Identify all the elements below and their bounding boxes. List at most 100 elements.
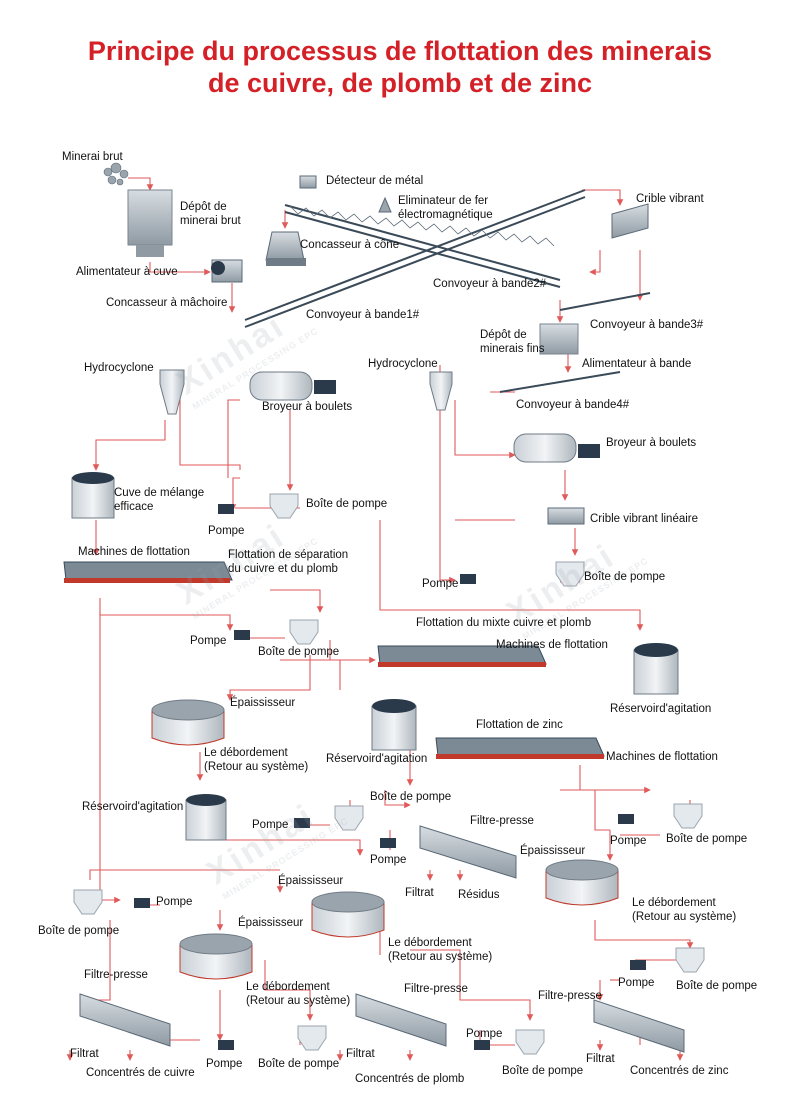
label-epaississeur-4: Épaississeur [238, 917, 304, 929]
metal-detector-icon [299, 175, 317, 189]
ball-mill-right-icon [513, 433, 600, 463]
label-debordement-2: Le débordement (Retour au système) [632, 897, 737, 923]
label-boite-pompe-2: Boîte de pompe [584, 571, 666, 583]
label-pompe-1: Pompe [208, 525, 245, 537]
label-epaississeur-3: Épaississeur [278, 875, 344, 887]
label-convoyeur4: Convoyeur à bande4# [516, 399, 630, 411]
filter-press-4-icon [593, 999, 685, 1053]
hydrocyclone-right-icon [429, 371, 453, 411]
label-concentres-zinc: Concentrés de zinc [630, 1065, 729, 1077]
label-pompe-8: Pompe [618, 977, 655, 989]
agitation-tank-1-icon [633, 643, 679, 695]
label-boite-pompe-6: Boîte de pompe [38, 925, 120, 937]
pumps [134, 504, 646, 1050]
label-machines-flottation-2: Machines de flottation [496, 639, 608, 651]
label-detecteur: Détecteur de métal [326, 175, 424, 187]
label-cuve-melange: Cuve de mélange efficace [114, 487, 205, 513]
vibrating-screen-icon [611, 203, 649, 239]
thickener-1-icon [151, 699, 225, 746]
label-filtrat-2: Filtrat [70, 1048, 99, 1060]
label-filtre-presse-1: Filtre-presse [470, 815, 534, 827]
cone-crusher-icon [265, 231, 306, 266]
label-broyeur-left: Broyeur à boulets [262, 401, 353, 413]
pump-boxes [73, 493, 705, 1055]
label-machines-flottation-1: Machines de flottation [78, 546, 190, 558]
label-machines-flottation-3: Machines de flottation [606, 751, 718, 763]
label-boite-pompe-9: Boîte de pompe [502, 1065, 584, 1077]
label-pompe-4: Pompe [252, 819, 289, 831]
label-depot-brut: Dépôt de minerai brut [180, 201, 241, 227]
jaw-crusher-icon [211, 259, 243, 283]
label-debordement-4: Le débordement (Retour au système) [246, 981, 351, 1007]
label-residus: Résidus [458, 889, 500, 901]
thickener-2-icon [545, 859, 619, 906]
page-title-line1: Principe du processus de flottation des … [87, 36, 713, 66]
label-eliminateur: Eliminateur de fer électromagnétique [398, 195, 493, 221]
label-pompe-10: Pompe [466, 1028, 503, 1040]
label-filtrat-4: Filtrat [586, 1053, 615, 1065]
label-filtrat-3: Filtrat [346, 1048, 375, 1060]
agitation-tank-3-icon [185, 794, 227, 841]
mixing-tank-icon [71, 472, 115, 519]
ore-pile-icon [103, 162, 129, 186]
filter-press-3-icon [355, 993, 447, 1047]
label-debordement-3: Le débordement (Retour au système) [388, 937, 493, 963]
flotation-machines-1-icon [63, 561, 233, 583]
filter-press-2-icon [79, 993, 171, 1047]
label-alimentateur-cuve: Alimentateur à cuve [76, 266, 178, 278]
label-pompe-2: Pompe [422, 578, 459, 590]
label-epaississeur-2: Épaississeur [520, 845, 586, 857]
label-concentres-plomb: Concentrés de plomb [355, 1073, 465, 1085]
label-filtre-presse-2: Filtre-presse [84, 969, 148, 981]
flotation-machines-2-icon [377, 645, 547, 667]
label-boite-pompe-8: Boîte de pompe [258, 1058, 340, 1070]
label-pompe-9: Pompe [206, 1058, 243, 1070]
thickener-3-icon [311, 891, 385, 938]
label-filtre-presse-4: Filtre-presse [538, 990, 602, 1002]
label-convoyeur2: Convoyeur à bande2# [433, 278, 547, 290]
raw-ore-bin-icon [127, 189, 173, 257]
magnetic-separator-icon [378, 196, 392, 213]
label-boite-pompe-3: Boîte de pompe [258, 646, 340, 658]
ball-mill-left-icon [249, 371, 336, 401]
conveyor-belts [244, 189, 651, 393]
label-hydrocyclone-left: Hydrocyclone [84, 362, 154, 374]
label-filtrat-1: Filtrat [405, 887, 434, 899]
label-convoyeur1: Convoyeur à bande1# [306, 309, 420, 321]
label-flottation-zinc: Flottation de zinc [476, 719, 563, 731]
label-crible-lineaire: Crible vibrant linéaire [590, 513, 699, 525]
label-pompe-7: Pompe [156, 896, 193, 908]
label-reservoir-2: Réservoird'agitation [326, 753, 428, 765]
label-epaississeur-1: Épaississeur [230, 697, 296, 709]
label-flottation-mixte: Flottation du mixte cuivre et plomb [416, 617, 592, 629]
label-hydrocyclone-right: Hydrocyclone [368, 358, 438, 370]
thickener-4-icon [179, 933, 253, 980]
label-reservoir-1: Réservoird'agitation [610, 703, 712, 715]
label-boite-pompe-4: Boîte de pompe [370, 791, 452, 803]
filter-press-1-icon [419, 825, 517, 879]
linear-screen-icon [547, 507, 585, 525]
label-minerai-brut: Minerai brut [62, 151, 123, 163]
label-broyeur-right: Broyeur à boulets [606, 437, 697, 449]
label-boite-pompe-5: Boîte de pompe [666, 833, 748, 845]
label-crible-vibrant: Crible vibrant [636, 193, 704, 205]
label-depot-fins: Dépôt de minerais fins [480, 329, 545, 355]
label-filtre-presse-3: Filtre-presse [404, 983, 468, 995]
label-pompe-5: Pompe [370, 854, 407, 866]
fine-ore-bin-icon [539, 323, 579, 355]
label-alimentateur-bande: Alimentateur à bande [582, 358, 692, 370]
label-flottation-separation: Flottation de séparation du cuivre et du… [228, 549, 349, 575]
label-concasseur-cone: Concasseur à cône [300, 239, 400, 251]
label-concasseur-machoire: Concasseur à mâchoire [106, 297, 228, 309]
label-pompe-6: Pompe [610, 835, 647, 847]
label-boite-pompe-1: Boîte de pompe [306, 498, 388, 510]
hydrocyclone-left-icon [159, 369, 185, 415]
label-debordement-1: Le débordement (Retour au système) [204, 747, 309, 773]
label-pompe-3: Pompe [190, 635, 227, 647]
label-concentres-cuivre: Concentrés de cuivre [86, 1067, 195, 1079]
agitation-tank-2-icon [371, 699, 417, 751]
label-boite-pompe-7: Boîte de pompe [676, 980, 758, 992]
label-convoyeur3: Convoyeur à bande3# [590, 319, 704, 331]
flotation-machines-3-icon [435, 737, 605, 759]
